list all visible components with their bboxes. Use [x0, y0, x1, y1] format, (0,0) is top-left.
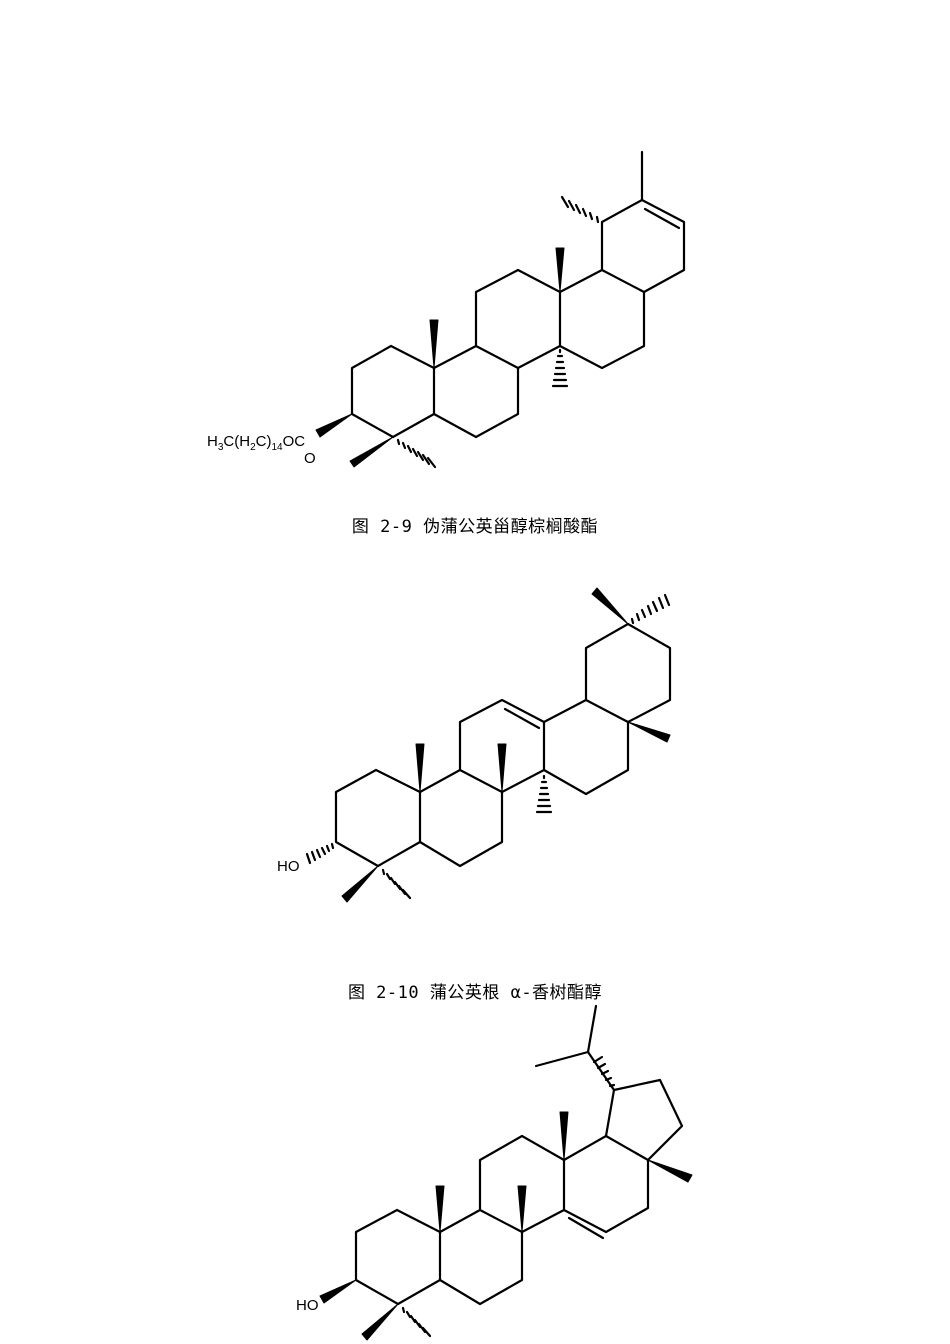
ring-d — [562, 1134, 650, 1234]
ring-c — [478, 1134, 566, 1234]
methyl-wedge — [361, 1303, 399, 1341]
figure-caption: 图 2-10 蒲公英根 α-香树酯醇 — [347, 983, 603, 1003]
methyl-wedge — [591, 587, 629, 625]
ring-a — [354, 1208, 442, 1306]
methyl-hash — [381, 868, 412, 900]
ring-b — [418, 768, 504, 868]
hydroxyl-wedge — [319, 1279, 357, 1304]
methyl-hash — [396, 438, 437, 469]
methyl-wedge — [435, 1185, 445, 1233]
methyl-wedge — [647, 1159, 693, 1183]
methyl-wedge — [349, 436, 394, 468]
ring-b — [438, 1208, 524, 1306]
structure-figure-2: HO — [277, 587, 672, 903]
ring-e — [600, 198, 686, 294]
ester-wedge — [315, 413, 353, 438]
methyl-hash — [401, 1306, 432, 1338]
methyl-wedge — [555, 247, 565, 293]
methyl-wedge — [517, 1185, 527, 1233]
methyl-wedge — [415, 743, 425, 793]
hydroxyl-hash — [305, 842, 335, 865]
methyl-wedge — [341, 865, 379, 903]
methyl-wedge — [429, 319, 439, 369]
svg-text:HO: HO — [277, 858, 300, 875]
ring-c — [458, 698, 546, 794]
svg-text:H3C(H2C)14OC: H3C(H2C)14OC — [207, 433, 305, 453]
methyl-hash — [535, 774, 553, 814]
structure-figure-1: H3C(H2C)14OC O — [207, 150, 686, 469]
isopropyl-hash — [592, 1055, 616, 1088]
methyl-hash — [630, 593, 671, 625]
ring-e — [604, 1078, 684, 1162]
ring-d — [558, 268, 646, 370]
methyl-wedge — [559, 1111, 569, 1161]
svg-text:O: O — [304, 450, 316, 467]
ring-b — [432, 344, 520, 439]
methyl-hash — [560, 195, 600, 224]
methyl-wedge — [497, 743, 507, 793]
figure-caption: 图 2-9 伪蒲公英甾醇棕榈酸酯 — [351, 517, 599, 537]
methyl-wedge — [627, 721, 671, 743]
ring-c — [474, 268, 562, 370]
methyl-hash — [551, 348, 569, 388]
ring-e — [584, 622, 672, 724]
svg-text:HO: HO — [296, 1297, 319, 1314]
ring-d — [542, 698, 630, 796]
